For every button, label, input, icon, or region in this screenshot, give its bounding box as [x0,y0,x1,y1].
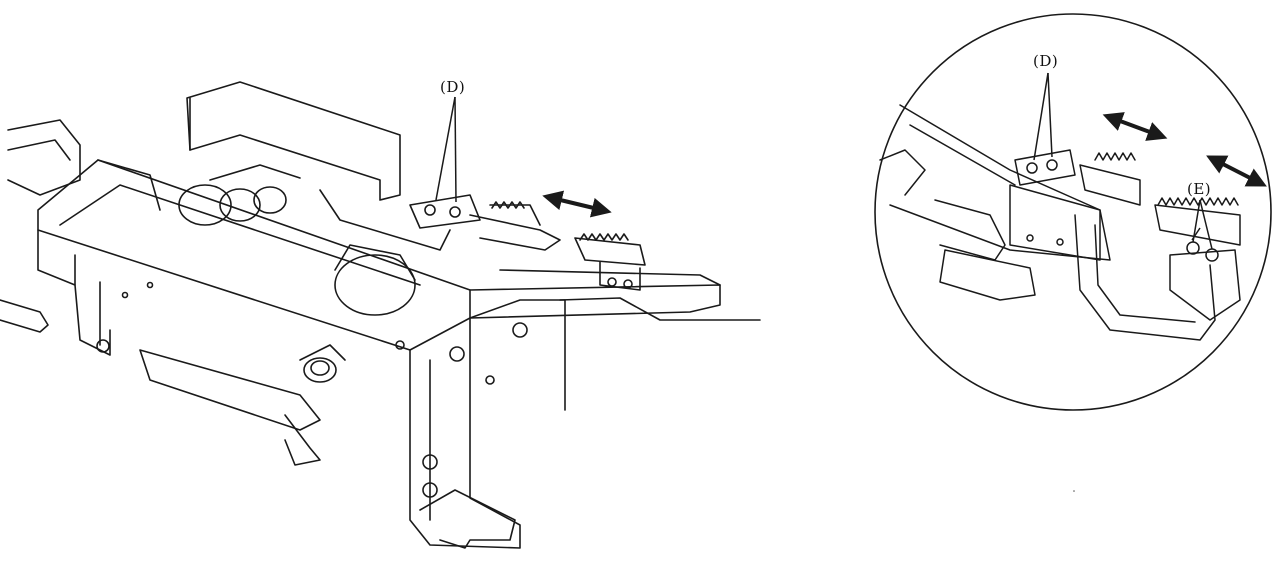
machine-frame-illustration [0,81,761,549]
inset-direction-arrow-e [1206,155,1267,187]
inset-e-leader-lines [1191,199,1213,250]
inset-detail-view [874,13,1272,411]
inset-e-label: (E) [1187,180,1212,198]
main-d-leader-lines [435,96,457,203]
inset-d-label: (D) [1033,52,1059,70]
main-direction-arrow [542,190,612,218]
inset-d-leader-lines [1033,72,1053,161]
inset-circle [874,13,1272,411]
inset-direction-arrow-d [1102,112,1168,141]
stray-dot [1073,490,1075,492]
main-d-label: (D) [440,78,466,96]
